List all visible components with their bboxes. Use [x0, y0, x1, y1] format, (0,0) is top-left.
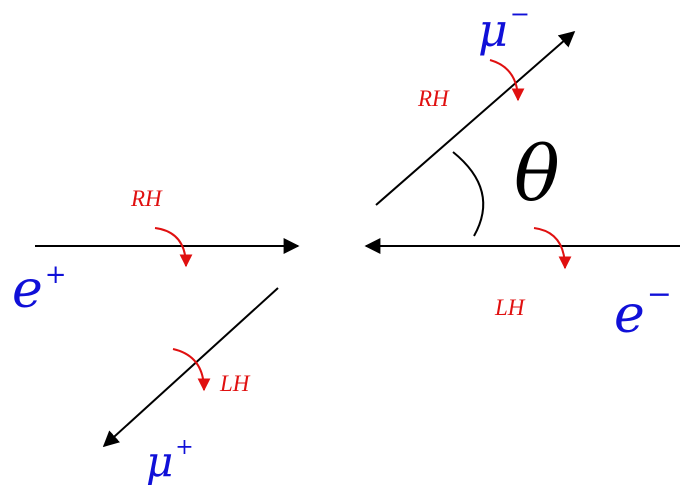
- mu-plus-helicity-arrow: [172, 348, 211, 392]
- mu-minus-helicity-label: RH: [417, 86, 450, 111]
- mu-minus-helicity-arrow: [489, 59, 525, 102]
- theta-label: θ: [514, 129, 560, 218]
- e-plus-helicity-arrow: [154, 227, 193, 268]
- e-minus-helicity-label: LH: [494, 295, 526, 320]
- e-minus-label: e−: [614, 277, 672, 345]
- angle-arc: [452, 151, 485, 237]
- mu-minus-arrow: [375, 30, 576, 206]
- mu-plus-helicity-label: LH: [219, 371, 251, 396]
- mu-plus-label: μ+: [146, 435, 194, 486]
- e-plus-label: e+: [12, 260, 67, 320]
- mu-plus-arrow: [102, 287, 279, 448]
- e-plus-helicity-label: RH: [130, 186, 163, 211]
- mu-minus-label: μ−: [478, 0, 530, 57]
- e-minus-helicity-arrow: [533, 227, 572, 270]
